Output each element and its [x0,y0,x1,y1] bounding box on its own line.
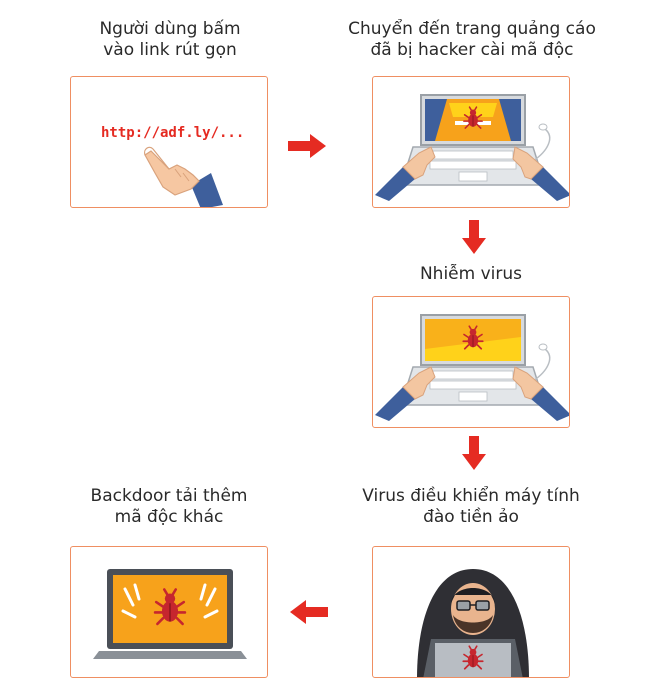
step-2-caption: Chuyển đến trang quảng cáo đã bị hacker … [338,19,606,61]
step-1-panel: http://adf.ly/... [70,76,268,208]
arrow-down-icon [462,220,486,254]
step-4-panel [372,546,570,678]
arrow-left-icon [290,600,328,624]
step-5-caption-line-2: mã độc khác [114,507,224,527]
laptop-malicious-ad-icon [374,94,569,202]
shortened-url-text: http://adf.ly/... [101,125,245,141]
laptop-alert-bug-icon [93,569,247,659]
hacker-icon [417,569,529,677]
step-4-caption: Virus điều khiển máy tính đào tiền ảo [350,486,592,528]
step-1-caption-line-2: vào link rút gọn [103,40,237,60]
step-5-caption-line-1: Backdoor tải thêm [90,486,248,506]
step-2-caption-line-1: Chuyển đến trang quảng cáo [348,19,596,39]
step-3-panel [372,296,570,428]
step-1-caption-line-1: Người dùng bấm [99,19,241,39]
laptop-infected-icon [374,314,569,422]
step-5-panel [70,546,268,678]
step-5-caption: Backdoor tải thêm mã độc khác [70,486,268,528]
step-4-caption-line-2: đào tiền ảo [423,507,519,527]
step-2-panel [372,76,570,208]
step-1-caption: Người dùng bấm vào link rút gọn [70,19,270,61]
step-2-caption-line-2: đã bị hacker cài mã độc [370,40,574,60]
step-3-caption-line-1: Nhiễm virus [419,264,523,284]
arrow-down-icon [462,436,486,470]
arrow-right-icon [288,134,326,158]
pointing-hand-icon [144,146,223,207]
step-4-caption-line-1: Virus điều khiển máy tính [362,486,580,506]
step-3-caption: Nhiễm virus [372,264,570,285]
